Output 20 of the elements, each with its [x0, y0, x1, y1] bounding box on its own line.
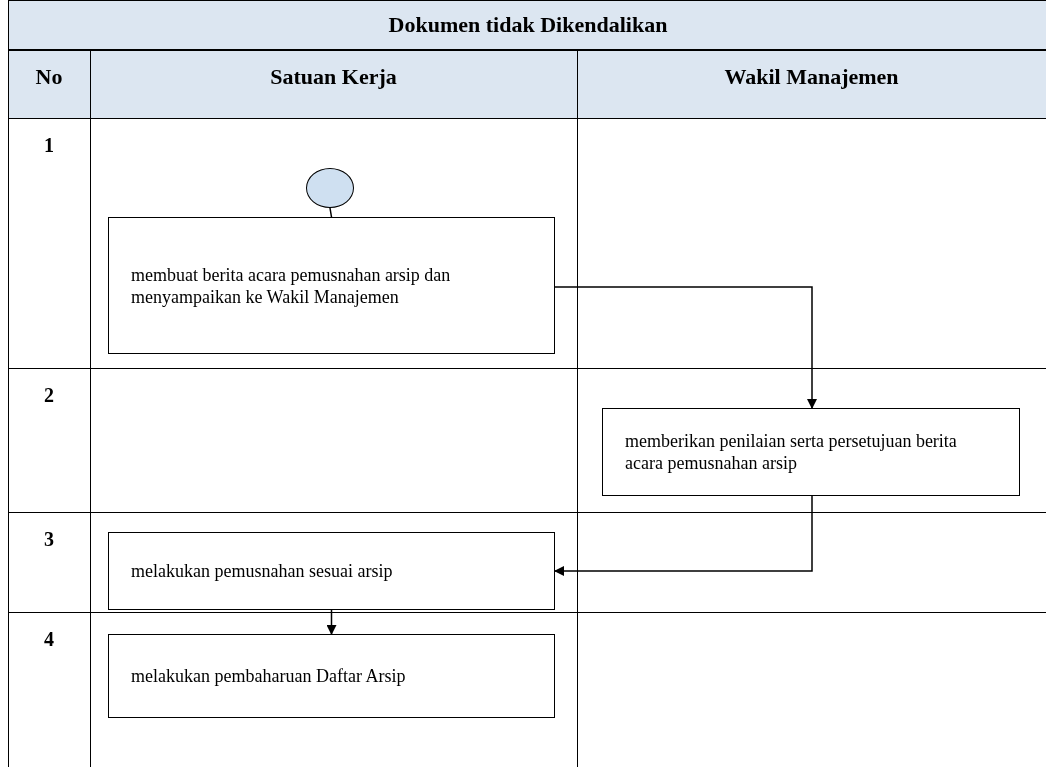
process-box	[108, 217, 555, 354]
column-header: Satuan Kerja	[269, 64, 398, 90]
arrow	[554, 495, 813, 576]
process-text: melakukan pemusnahan sesuai arsip	[131, 560, 393, 582]
process-box	[602, 408, 1020, 496]
row-number: 4	[43, 628, 55, 651]
row-number: 2	[43, 384, 55, 407]
row-number: 1	[43, 134, 55, 157]
connector-line	[329, 207, 333, 218]
arrow	[326, 609, 337, 635]
arrow	[554, 286, 817, 409]
process-text: memberikan penilaian serta persetujuan berita acara pemusnahan arsip	[625, 430, 958, 474]
process-box	[108, 634, 555, 718]
column-header: No	[34, 64, 64, 90]
table-title: Dokumen tidak Dikendalikan	[387, 12, 669, 38]
row-number: 3	[43, 528, 55, 551]
process-text: melakukan pembaharuan Daftar Arsip	[131, 665, 406, 687]
process-box	[108, 532, 555, 610]
process-text: membuat berita acara pemusnahan arsip dan menyampaikan ke Wakil Manajemen	[131, 263, 452, 308]
column-header: Wakil Manajemen	[723, 64, 900, 90]
